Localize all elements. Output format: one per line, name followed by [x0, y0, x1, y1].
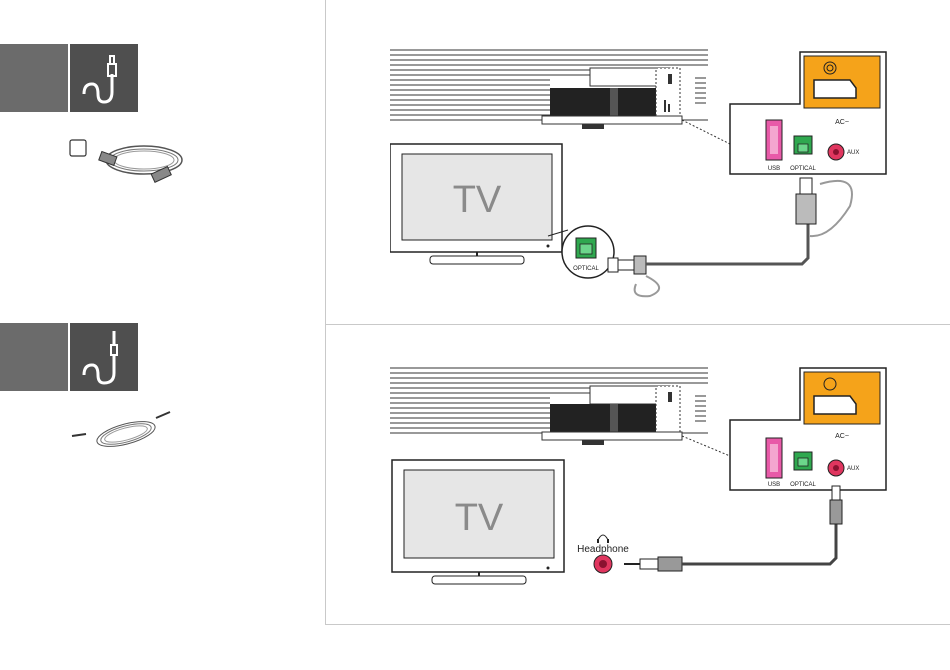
aux-connection-diagram: AC~ USB OPTICAL AUX TV Headphone [390, 366, 890, 596]
optical-cable-illustration [64, 132, 194, 192]
optical-connection-diagram: AC~ USB OPTICAL AUX TV OPTICAL [390, 48, 890, 310]
aux-cable [624, 486, 842, 571]
ac-label: AC~ [835, 119, 849, 126]
bottom-divider [325, 624, 950, 625]
column-divider [325, 0, 326, 625]
aux-label: AUX [847, 150, 859, 156]
checkbox-icon [70, 140, 86, 156]
optical-cable [608, 178, 852, 296]
section-tab-aux [0, 323, 68, 391]
soundbar-2 [390, 368, 730, 456]
panel-optical-label-2: OPTICAL [790, 482, 816, 488]
tv-2: TV [392, 460, 564, 584]
aux-cable-illustration [66, 408, 176, 458]
aux-label-2: AUX [847, 466, 859, 472]
headphone-jack: Headphone [577, 535, 629, 573]
usb-label: USB [768, 166, 780, 172]
tv-label-2: TV [455, 497, 504, 539]
aux-cable-icon [70, 323, 138, 391]
ac-label-2: AC~ [835, 433, 849, 440]
section-divider [325, 324, 950, 325]
headphone-icon [598, 535, 608, 540]
tv-optical-label: OPTICAL [573, 266, 599, 272]
tv: TV [390, 144, 562, 264]
optical-cable-icon [70, 44, 138, 112]
usb-label-2: USB [768, 482, 780, 488]
tv-label: TV [453, 179, 502, 221]
soundbar [390, 50, 730, 144]
back-panel-2: AC~ USB OPTICAL AUX [730, 368, 886, 490]
aux-cable-icon-tile [70, 323, 138, 391]
optical-cable-icon-tile [70, 44, 138, 112]
back-panel: AC~ USB OPTICAL AUX [730, 52, 886, 174]
section-tab-optical [0, 44, 68, 112]
panel-optical-label: OPTICAL [790, 166, 816, 172]
headphone-label: Headphone [577, 544, 629, 555]
